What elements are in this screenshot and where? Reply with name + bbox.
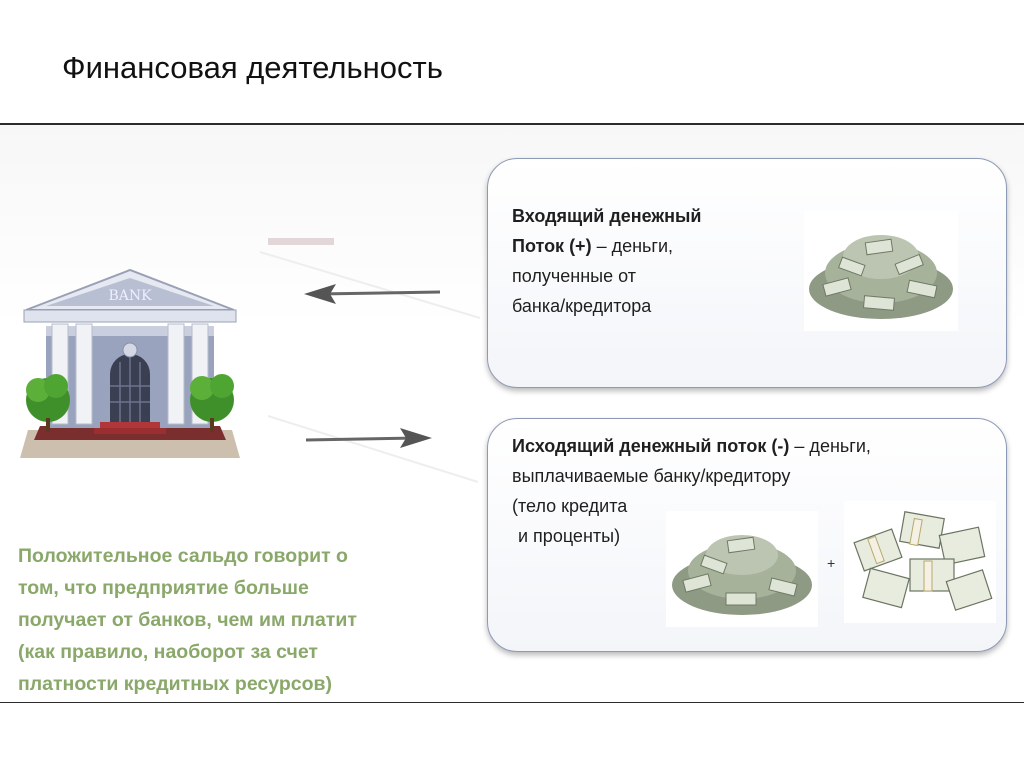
outflow-line-3: (тело кредита [512, 496, 628, 516]
positive-balance-note: Положительное сальдо говорит о том, что … [18, 540, 438, 700]
inflow-heading-rest: – деньги, [591, 236, 674, 256]
outflow-text: Исходящий денежный поток (-) – деньги, в… [512, 431, 992, 551]
inflow-heading-2: Поток (+) [512, 236, 592, 256]
inflow-heading-1: Входящий денежный [512, 206, 702, 226]
note-line: Положительное сальдо говорит о [18, 545, 348, 567]
title-divider [0, 123, 1024, 125]
outflow-line-2: выплачиваемые банку/кредитору [512, 466, 791, 486]
outflow-heading: Исходящий денежный поток (-) [512, 436, 790, 456]
money-pile-icon [666, 511, 818, 627]
note-line: том, что предприятие больше [18, 577, 309, 599]
decorative-dash [268, 238, 334, 245]
arrow-right-icon [266, 414, 481, 489]
outflow-box: Исходящий денежный поток (-) – деньги, в… [487, 418, 1007, 652]
plus-sign: + [827, 555, 836, 571]
bank-building-icon: BANK [20, 262, 240, 472]
outflow-line-4: и проценты) [518, 526, 621, 546]
bank-sign: BANK [108, 288, 152, 304]
note-line: платности кредитных ресурсов) [18, 673, 332, 695]
arrow-left-icon [258, 250, 483, 325]
note-line: получает от банков, чем им платит [18, 609, 357, 631]
outflow-heading-rest: – деньги, [789, 436, 871, 456]
footer-divider [0, 702, 1024, 703]
page-title: Финансовая деятельность [62, 50, 443, 85]
money-pile-icon [804, 211, 958, 331]
money-stacks-icon [844, 501, 996, 623]
inflow-box: Входящий денежный Поток (+) – деньги, по… [487, 158, 1007, 388]
inflow-line-4: банка/кредитора [512, 296, 652, 316]
inflow-text: Входящий денежный Поток (+) – деньги, по… [512, 201, 782, 321]
note-line: (как правило, наоборот за счет [18, 641, 318, 663]
inflow-line-3: полученные от [512, 266, 636, 286]
